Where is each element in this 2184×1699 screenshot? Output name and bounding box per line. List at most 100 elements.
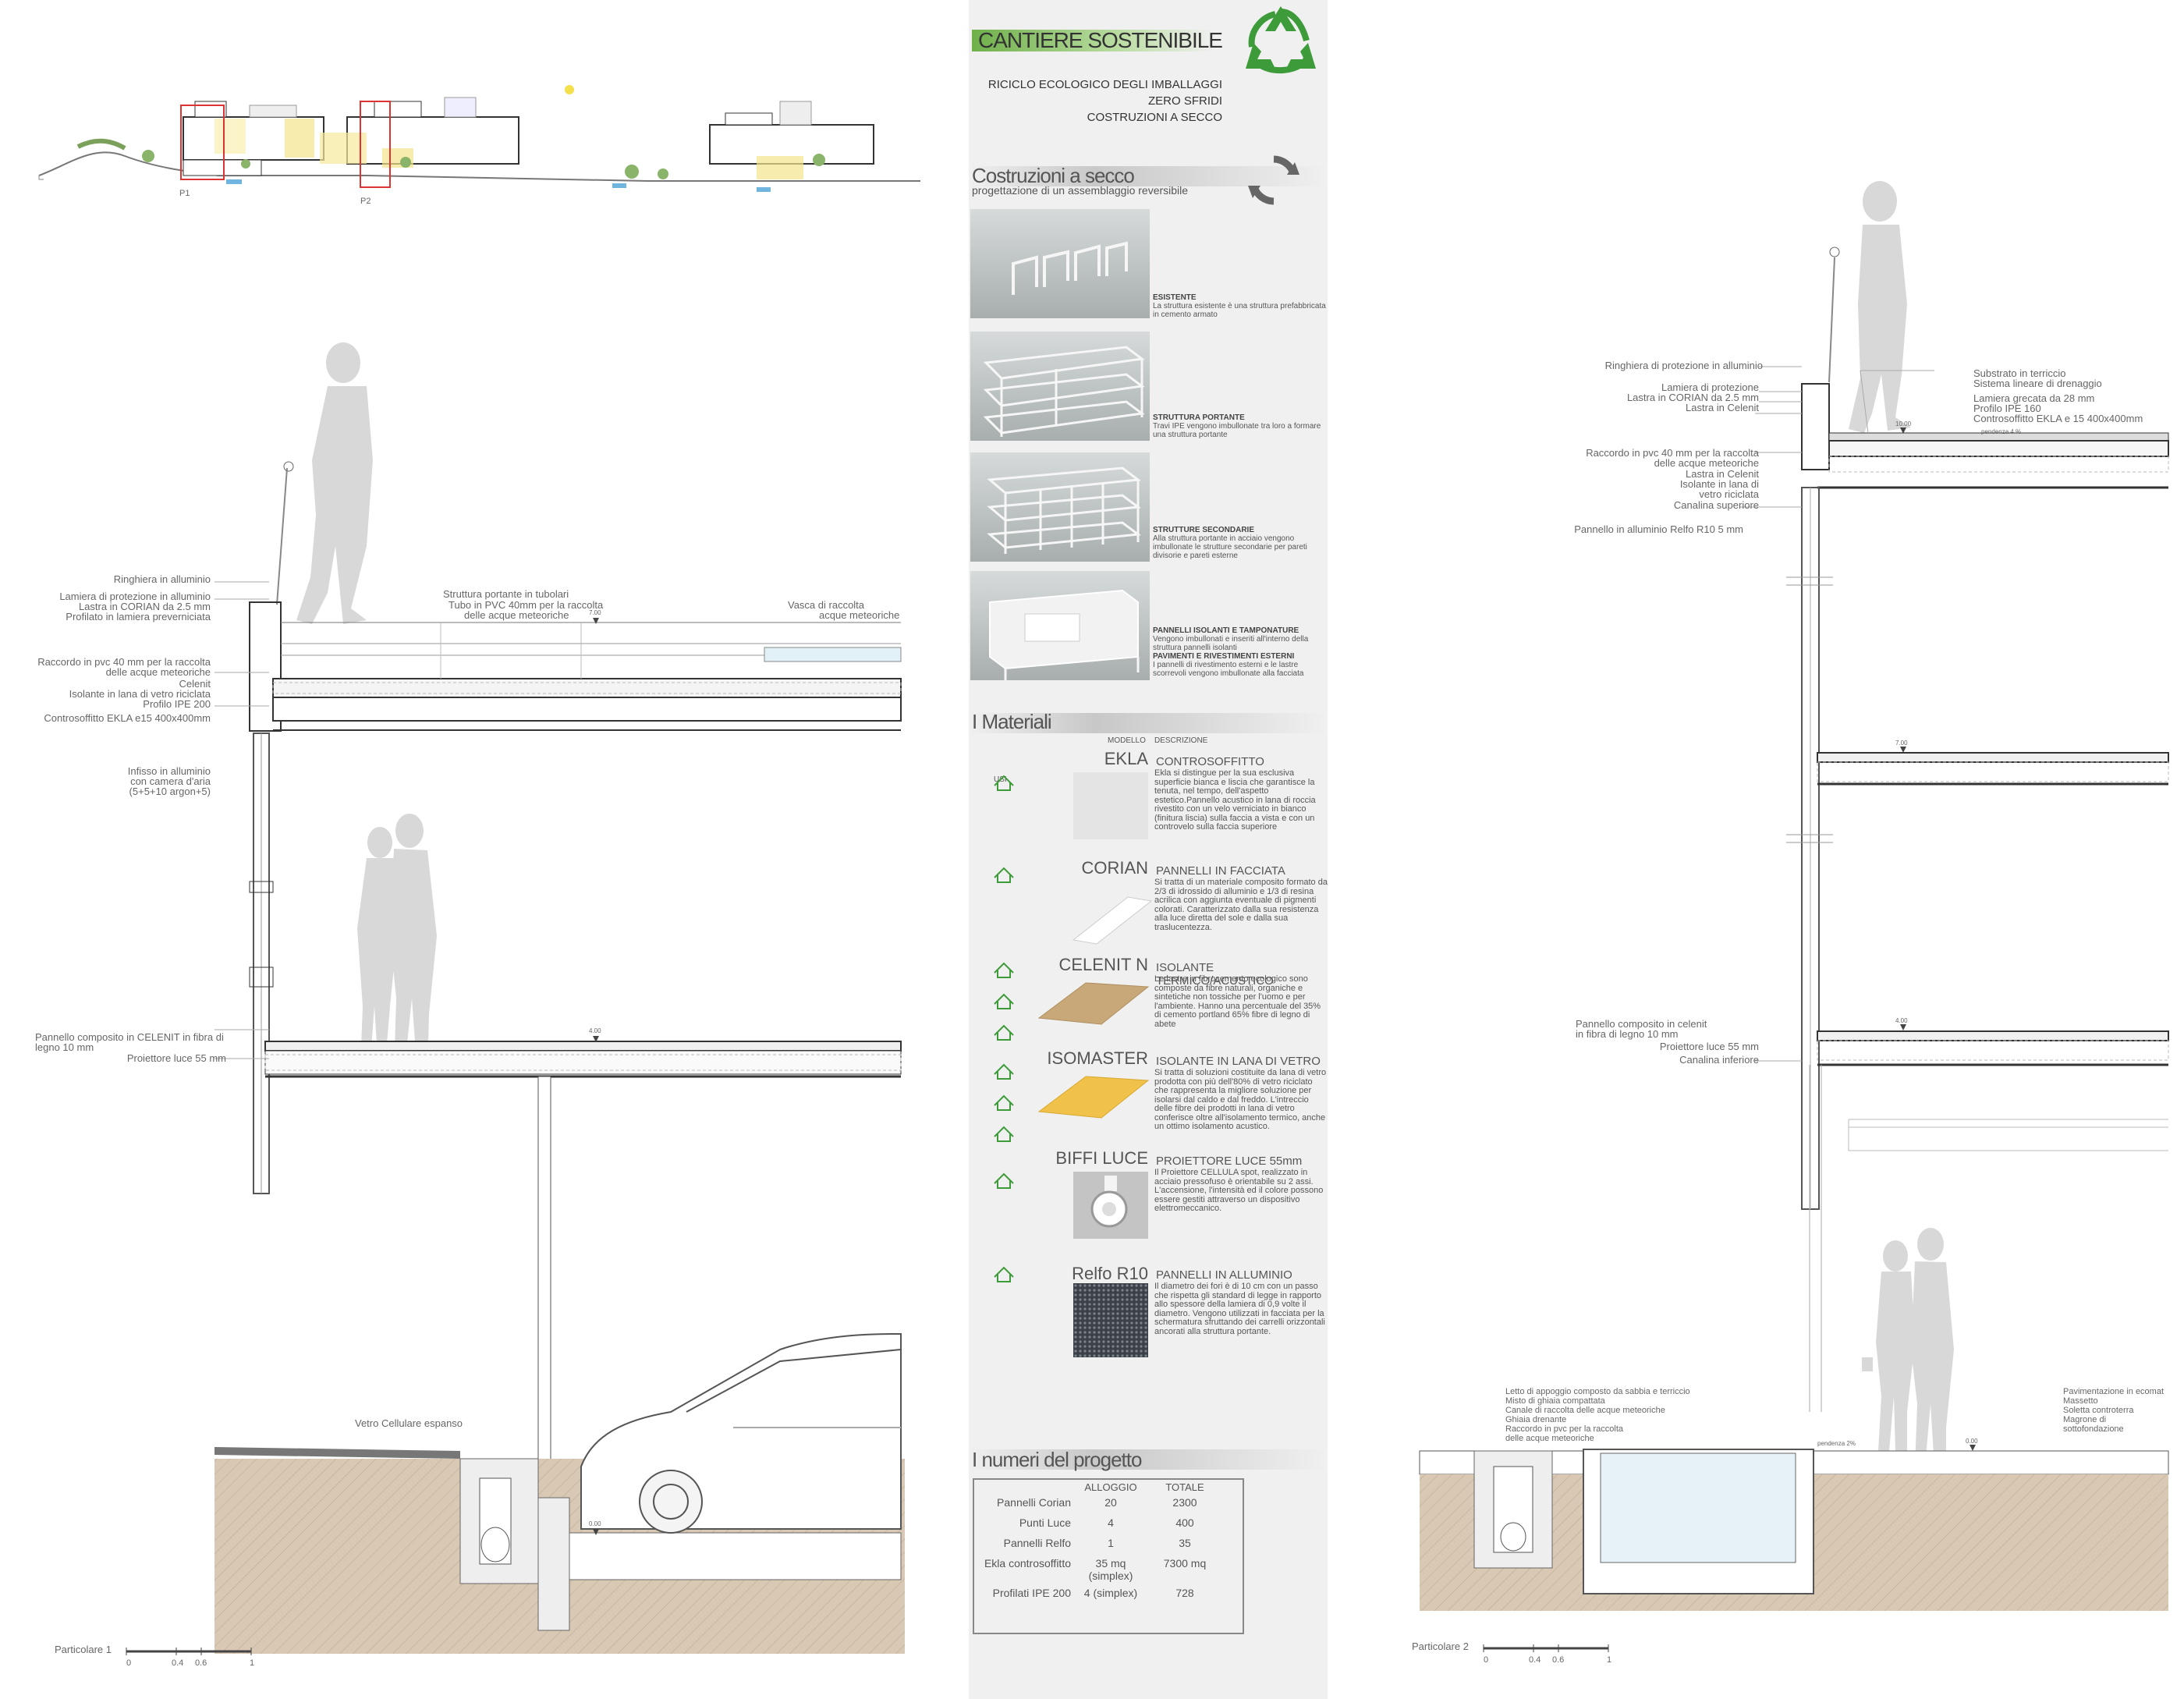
r-bottom-letto: Letto di appoggio composto da sabbia e t… [1505, 1387, 1690, 1396]
label-raccordo: Raccordo in pvc 40 mm per la raccolta [37, 656, 211, 668]
r-elev-top: 10.00 [1895, 420, 1912, 427]
elev-floor: 4.00 [589, 1027, 601, 1034]
label-proiettore: Proiettore luce 55 mm [126, 1052, 226, 1064]
r-label-proiettore: Proiettore luce 55 mm [1659, 1041, 1759, 1052]
info-panel: CANTIERE SOSTENIBILE RICICLO ECOLOGICO D… [969, 0, 1328, 1699]
title-bar [972, 30, 1214, 51]
scale-1-tick-0: 0 [126, 1658, 132, 1668]
detail-2-drawing: Ringhiera di protezione in alluminio Lam… [1396, 179, 2176, 1662]
table-cell: 728 [1175, 1587, 1194, 1599]
step-caption-esistente: ESISTENTE La struttura esistente è una s… [1153, 293, 1332, 319]
step-text-pavimenti: I pannelli di rivestimento esterni e le … [1153, 661, 1304, 678]
label-infisso: Infisso in alluminio [127, 765, 211, 777]
label-ringhiera: Ringhiera in alluminio [113, 573, 211, 585]
caption-particolare-2: Particolare 2 [1412, 1640, 1469, 1652]
step-tile-secondarie [970, 452, 1150, 562]
table-cell: 4 [1108, 1516, 1114, 1529]
scale-2-tick-0: 0 [1484, 1655, 1489, 1665]
step-text-secondarie: Alla struttura portante in acciaio vengo… [1153, 534, 1307, 560]
scale-1-tick-3: 1 [250, 1658, 255, 1668]
label-ipe: Profilo IPE 200 [143, 698, 211, 710]
step-tile-pannelli [970, 571, 1150, 680]
section-costruzioni-sub: progettazione di un assemblaggio reversi… [972, 184, 1189, 197]
r-pendenza-2: pendenza 2% [1817, 1440, 1856, 1447]
table-cell: Pannelli Relfo [1003, 1537, 1071, 1549]
step-title-pavimenti: PAVIMENTI E RIVESTIMENTI ESTERNI [1153, 652, 1295, 661]
label-tubo-pvc-2: delle acque meteoriche [464, 609, 569, 621]
label-vetro-cellulare: Vetro Cellulare espanso [355, 1417, 463, 1429]
r-label-substrato: Substrato in terriccio [1973, 367, 2066, 379]
material-sub-corian: PANNELLI IN FACCIATA [1156, 864, 1285, 878]
material-sub-biffi: PROIETTORE LUCE 55mm [1156, 1155, 1303, 1168]
table-cell: Punti Luce [1019, 1516, 1071, 1529]
r-label-drenaggio: Sistema lineare di drenaggio [1973, 378, 2102, 389]
material-desc-relfo: Il diametro dei fori è di 10 cm con un p… [1154, 1282, 1325, 1336]
material-desc-celenit: Le lastre in fibrocemento ecologico sono… [1154, 974, 1321, 1029]
recycle-icon [1246, 6, 1316, 74]
r-bottom-pavimentazione: Pavimentazione in ecomat [2063, 1387, 2164, 1396]
col-modello: MODELLO [1108, 736, 1146, 745]
subtitle-line-2: ZERO SFRIDI [1147, 94, 1222, 108]
building-icon [989, 589, 1140, 680]
table-cell: 2300 [1172, 1496, 1197, 1509]
section-costruzioni: Costruzioni a secco [972, 164, 1135, 187]
r-label-pannello: Pannello composito in celenit [1576, 1018, 1707, 1030]
r-bottom-raccordo: Raccordo in pvc per la raccolta [1505, 1424, 1624, 1434]
scale-1-tick-2: 0.6 [195, 1658, 207, 1668]
material-name-celenit: CELENIT N [1058, 955, 1148, 974]
section-numeri: I numeri del progetto [972, 1448, 1142, 1471]
r-label-canalina-inf: Canalina inferiore [1679, 1054, 1759, 1066]
r-label-corian: Lastra in CORIAN da 2.5 mm [1626, 392, 1759, 403]
scale-2-tick-3: 1 [1607, 1655, 1612, 1665]
step-title-esistente: ESISTENTE [1153, 293, 1197, 302]
material-img-celenit [1037, 982, 1150, 1025]
table-cell: 4 (simplex) [1083, 1587, 1138, 1599]
material-img-relfo [1073, 1283, 1148, 1357]
r-bottom-soletta: Soletta controterra [2063, 1406, 2134, 1415]
caption-particolare-1: Particolare 1 [55, 1644, 112, 1655]
table-cell: Profilati IPE 200 [992, 1587, 1071, 1599]
r-label-lamiera: Lamiera di protezione [1661, 381, 1759, 393]
step-text-portante: Travi IPE vengono imbullonate tra loro a… [1153, 422, 1321, 439]
r-label-isolante: Isolante in lana di [1679, 478, 1759, 490]
step-caption-portante: STRUTTURA PORTANTE Travi IPE vengono imb… [1153, 413, 1332, 439]
section-materiali: I Materiali [972, 710, 1052, 733]
step-tile-portante [970, 332, 1150, 441]
step-caption-secondarie: STRUTTURE SECONDARIE Alla struttura port… [1153, 526, 1332, 560]
table-row: Pannelli Relfo 1 35 [974, 1535, 1224, 1555]
r-bottom-ghiaia: Ghiaia drenante [1505, 1415, 1567, 1424]
material-name-relfo: Relfo R10 [1072, 1264, 1148, 1283]
r-label-canalina-sup: Canalina superiore [1673, 499, 1759, 511]
r-label-isolante-2: vetro riciclata [1699, 488, 1759, 500]
label-raccordo-2: delle acque meteoriche [105, 666, 211, 678]
material-img-isomaster [1037, 1076, 1150, 1119]
material-sub-relfo: PANNELLI IN ALLUMINIO [1156, 1268, 1292, 1282]
material-name-biffi: BIFFI LUCE [1055, 1148, 1148, 1168]
r-bottom-massetto: Massetto [2063, 1396, 2098, 1406]
col-descrizione: DESCRIZIONE [1154, 736, 1208, 745]
material-desc-corian: Si tratta di un materiale composito form… [1154, 878, 1328, 932]
panel-title: CANTIERE SOSTENIBILE [978, 28, 1223, 52]
elev-roof: 7.00 [589, 609, 601, 616]
table-cell: 7300 mq [1163, 1557, 1207, 1570]
r-elev-mid: 7.00 [1895, 740, 1908, 747]
table-cell: 20 [1104, 1496, 1117, 1509]
label-controsoffitto: Controsoffitto EKLA e15 400x400mm [44, 712, 211, 724]
material-name-ekla: EKLA [1104, 749, 1148, 768]
label-infisso-3: (5+5+10 argon+5) [129, 786, 211, 797]
spotlight-icon [1090, 1176, 1128, 1228]
scale-2-tick-1: 0.4 [1529, 1655, 1541, 1665]
table-cell: 35 [1179, 1537, 1191, 1549]
detail-1-drawing: Ringhiera in alluminio Lamiera di protez… [0, 312, 905, 1669]
material-sub-isomaster: ISOLANTE IN LANA DI VETRO [1156, 1055, 1321, 1068]
label-isolante: Isolante in lana di vetro riciclata [69, 688, 211, 700]
section-bar-materiali [969, 713, 1328, 733]
scale-2-tick-2: 0.6 [1552, 1655, 1565, 1665]
material-desc-ekla: Ekla si distingue per la sua esclusiva s… [1154, 768, 1316, 832]
r-pendenza-1: pendenza 4 % [1981, 428, 2022, 435]
label-celenit: Celenit [179, 678, 211, 690]
label-profilato: Profilato in lamiera preverniciata [66, 611, 211, 622]
r-bottom-raccordo-2: delle acque meteoriche [1505, 1434, 1594, 1443]
r-bottom-magrone-2: sottofondazione [2063, 1424, 2124, 1434]
label-corian: Lastra in CORIAN da 2.5 mm [78, 601, 211, 612]
